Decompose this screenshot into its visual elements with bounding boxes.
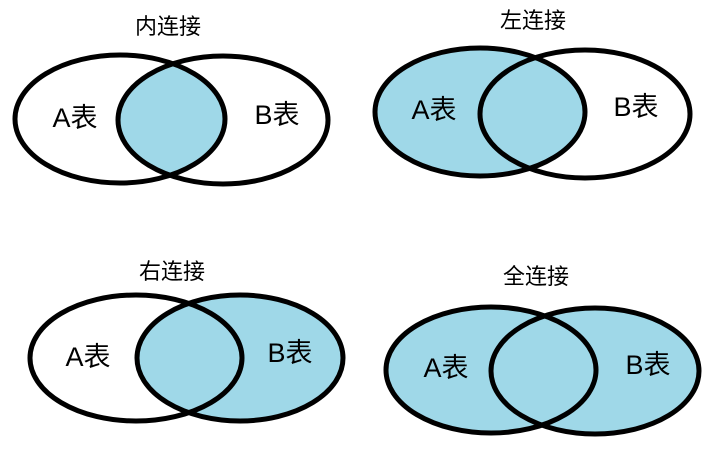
set-a-label: A表 [52, 103, 97, 133]
set-b-label: B表 [254, 100, 299, 130]
venn-full-join: 全连接 A表 B表 [383, 265, 702, 437]
diagram-title: 全连接 [503, 265, 569, 290]
set-a-label: A表 [423, 353, 468, 383]
set-b-label: B表 [613, 92, 658, 122]
diagram-title: 右连接 [139, 260, 205, 285]
set-a-circle [27, 292, 245, 424]
set-a-label: A表 [411, 95, 456, 125]
set-b-circle [115, 53, 331, 187]
set-a-circle [12, 52, 228, 186]
venn-inner-join: 内连接 A表 B表 [12, 15, 331, 187]
set-b-label: B表 [625, 350, 670, 380]
venn-right-join: 右连接 A表 B表 [27, 260, 346, 424]
venn-left-join: 左连接 A表 B表 [372, 9, 693, 181]
set-b-circle [134, 292, 346, 424]
set-a-circle [372, 45, 588, 179]
set-a-circle [383, 304, 599, 436]
set-b-circle [477, 47, 693, 181]
set-a-label: A表 [65, 342, 110, 372]
diagram-title: 左连接 [500, 9, 566, 34]
set-b-circle [488, 305, 702, 437]
diagram-title: 内连接 [135, 15, 201, 40]
set-b-label: B表 [267, 338, 312, 368]
